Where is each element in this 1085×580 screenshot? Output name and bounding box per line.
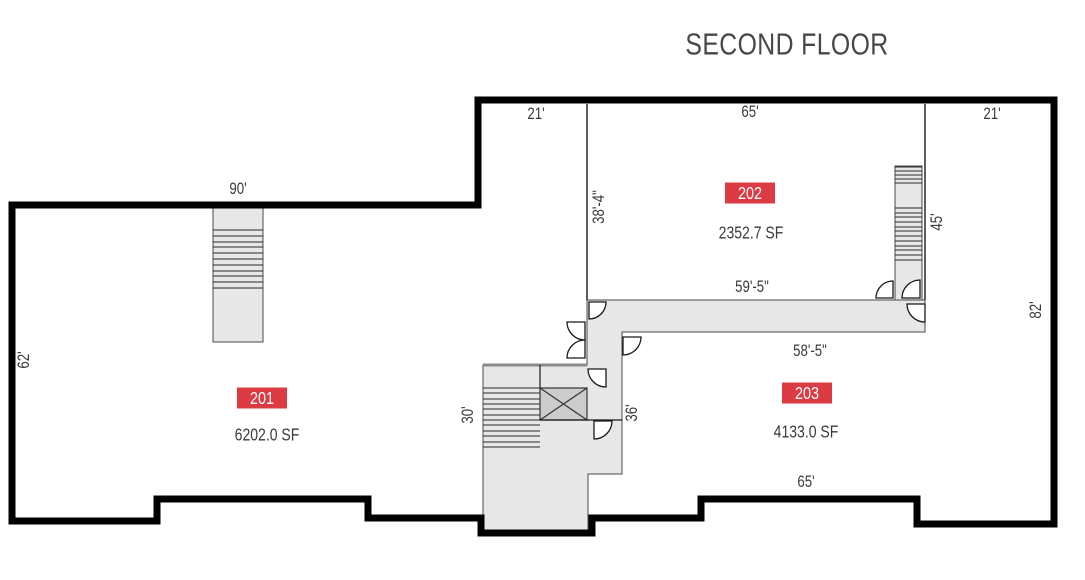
stair-right-treads (895, 166, 922, 261)
dim-corridor-lower: 58'-5" (793, 342, 827, 361)
room-201-label: 201 6202.0 SF (235, 387, 300, 445)
room-badge-201 (237, 387, 287, 409)
stair-left-treads (213, 229, 263, 289)
door-arc-corridor-left (588, 301, 607, 320)
elevator-x-icon (539, 387, 588, 421)
dim-stair-right: 45' (928, 213, 947, 230)
door-arc-202 (875, 280, 894, 299)
door-arc-lobby (593, 420, 613, 440)
dim-bottom-right: 65' (797, 473, 814, 492)
page-title: SECOND FLOOR (685, 27, 888, 61)
room-203-label: 203 4133.0 SF (774, 382, 839, 442)
room-badge-203 (782, 382, 832, 404)
room-badge-202 (725, 182, 775, 204)
door-arc-double-bottom (566, 339, 586, 359)
dim-corridor-upper: 59'-5" (735, 278, 769, 297)
door-symbols (566, 279, 926, 440)
room-badge-203-text: 203 (795, 384, 819, 404)
room-badge-201-text: 201 (250, 389, 274, 409)
door-arc-stair-right (901, 279, 921, 299)
dim-stair-center: 30' (459, 406, 478, 423)
dim-top-mid: 65' (741, 103, 758, 122)
door-arc-203 (622, 336, 642, 356)
room-area-202: 2352.7 SF (719, 223, 784, 243)
door-arc-double-top (566, 321, 586, 341)
room-area-203: 4133.0 SF (774, 422, 839, 442)
dim-left-upper: 90' (229, 180, 246, 199)
stair-center-treads (483, 387, 540, 448)
stair-left-shaft (212, 205, 264, 343)
room-202-label: 202 2352.7 SF (719, 182, 784, 243)
room-area-201: 6202.0 SF (235, 425, 300, 445)
elevator-shaft (539, 387, 588, 421)
dim-lobby-center: 36' (623, 404, 642, 421)
door-arc-core-top (587, 368, 607, 388)
dim-top-left: 21' (527, 105, 544, 124)
dim-left-side: 62' (15, 351, 34, 368)
dim-wall-202: 38'-4" (590, 190, 609, 224)
exterior-walls (8, 96, 1058, 537)
room-badge-202-text: 202 (738, 184, 762, 204)
door-arc-corridor-right (906, 303, 926, 323)
dim-top-right: 21' (983, 105, 1000, 124)
dim-right-side: 82' (1027, 301, 1046, 318)
stair-right-shaft (894, 165, 923, 301)
